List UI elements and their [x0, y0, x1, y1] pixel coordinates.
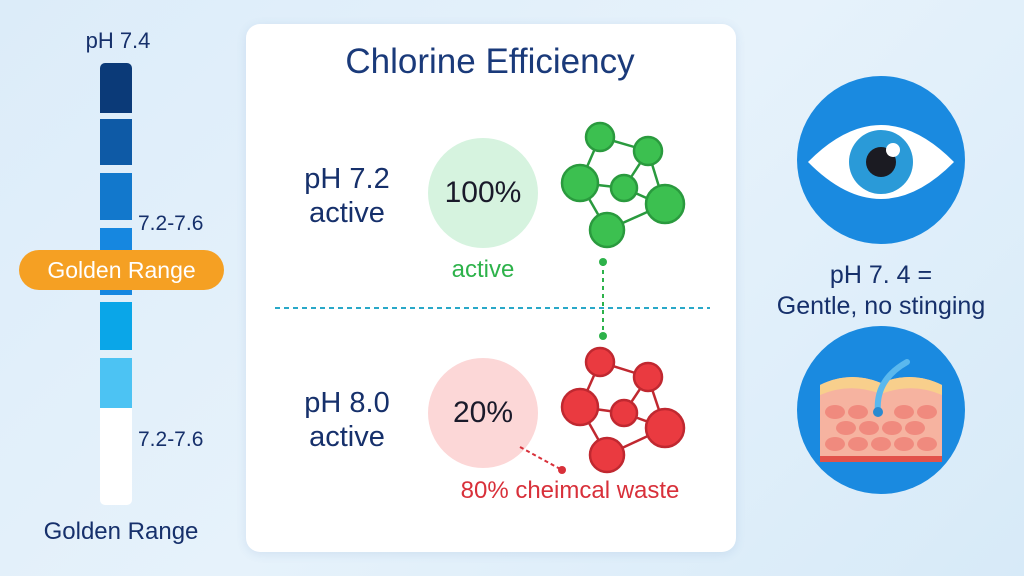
scale-segment	[100, 173, 132, 220]
range-label: 7.2-7.6	[138, 212, 204, 235]
red-molecule-icon	[560, 346, 686, 474]
connector-dot	[599, 258, 607, 266]
ph72-label: pH 7.2 active	[304, 162, 389, 230]
range-label: 7.2-7.6	[138, 428, 204, 451]
ph80-value: pH 8.0	[304, 387, 390, 419]
gentle-caption-line2: Gentle, no stinging	[776, 292, 986, 320]
gentle-caption: pH 7. 4 = Gentle, no stinging	[777, 260, 985, 322]
scale-segment	[100, 408, 132, 505]
ph72-sub: active	[309, 197, 385, 229]
scale-segment	[100, 358, 132, 408]
eye-icon	[797, 76, 965, 244]
ph72-value: pH 7.2	[304, 163, 390, 195]
scale-segment	[100, 119, 132, 165]
golden-range-badge: Golden Range	[19, 250, 224, 290]
waste-percent-circle: 20%	[428, 358, 538, 468]
gentle-caption-line1: pH 7. 4 =	[829, 261, 933, 289]
waste-pointer	[519, 446, 563, 471]
skin-icon	[797, 326, 965, 494]
waste-pointer-dot	[558, 466, 566, 474]
scale-segment	[100, 63, 132, 113]
scale-segment	[100, 302, 132, 350]
waste-note: 80% cheimcal waste	[460, 477, 680, 504]
ph80-sub: active	[309, 421, 385, 453]
connector-dot	[599, 332, 607, 340]
active-percent-circle: 100%	[428, 138, 538, 248]
ph80-label: pH 8.0 active	[304, 386, 389, 454]
green-molecule-icon	[560, 121, 686, 249]
scale-bottom-label: Golden Range	[43, 518, 199, 545]
active-note: active	[451, 256, 515, 283]
scale-top-label: pH 7.4	[85, 28, 151, 53]
card-title: Chlorine Efficiency	[345, 42, 635, 81]
